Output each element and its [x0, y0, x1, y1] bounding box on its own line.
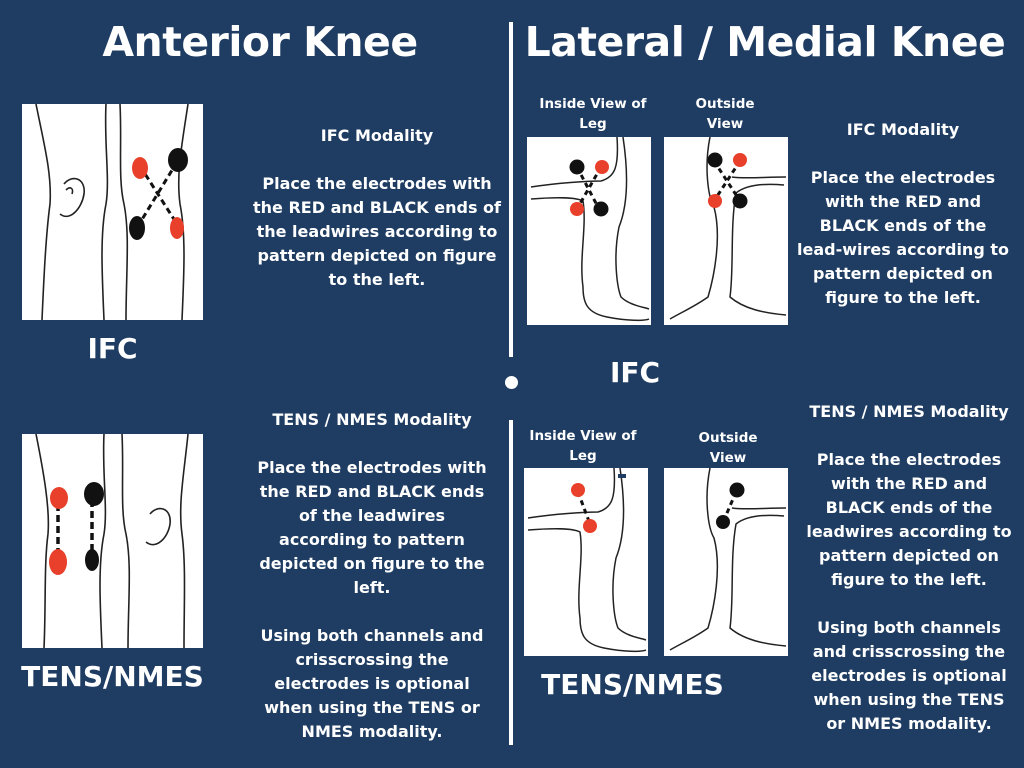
anterior-tens-body: Place the electrodes with the RED and BL… — [257, 458, 487, 597]
red-electrode — [170, 217, 184, 239]
small-marker — [618, 474, 626, 478]
lateral-tens-outside-leg-figure — [664, 468, 788, 656]
anterior-tens-note: Using both channels and crisscrossing th… — [260, 626, 484, 741]
divider-top — [509, 22, 513, 357]
anterior-knee-heading: Anterior Knee — [102, 18, 418, 66]
lateral-ifc-inside-view-label: Inside View of Leg — [539, 96, 647, 132]
outside-leg-drawing — [669, 137, 787, 320]
anterior-tens-title: TENS / NMES Modality — [272, 410, 472, 429]
lateral-ifc-outside-view-label: Outside View — [695, 96, 755, 132]
red-electrode — [132, 157, 148, 179]
anterior-tens-knee-drawing — [35, 434, 189, 648]
black-electrode — [593, 201, 609, 217]
lateral-tens-inside-view-label: Inside View of Leg — [529, 428, 637, 464]
red-electrode — [49, 549, 67, 575]
inside-leg-drawing — [530, 137, 650, 322]
lateral-tens-outside-view-label: Outside View — [698, 430, 758, 466]
black-electrode — [168, 148, 188, 172]
anterior-ifc-label: IFC — [87, 332, 138, 365]
lateral-ifc-label: IFC — [609, 356, 661, 389]
black-electrode — [85, 549, 99, 571]
lateral-ifc-body: Place the electrodes with the RED and BL… — [797, 168, 1009, 307]
knee-outline — [35, 104, 189, 320]
divider-bottom — [509, 420, 513, 745]
inside-leg-drawing — [527, 468, 647, 653]
red-electrode — [50, 487, 68, 509]
ifc-cross-leads — [712, 160, 742, 202]
anterior-tens-description: TENS / NMES Modality Place the electrode… — [252, 408, 492, 744]
ifc-cross-leads — [575, 166, 603, 210]
outside-leg-drawing — [669, 468, 787, 651]
lateral-ifc-inside-leg-figure — [527, 137, 651, 325]
anterior-ifc-knee-figure — [22, 104, 203, 320]
black-electrode — [716, 515, 730, 529]
lateral-medial-knee-heading: Lateral / Medial Knee — [524, 18, 1006, 66]
lateral-tens-description: TENS / NMES Modality Place the electrode… — [806, 400, 1012, 736]
red-electrode — [708, 194, 722, 208]
red-electrode — [571, 483, 585, 497]
ifc-cross-leads — [136, 161, 179, 227]
lateral-tens-label: TENS/NMES — [541, 668, 724, 701]
lateral-tens-inside-leg-figure — [524, 468, 648, 656]
leg-outline — [669, 137, 787, 320]
black-electrode — [129, 216, 145, 240]
black-electrode — [84, 482, 104, 506]
anterior-tens-knee-figure — [22, 434, 203, 648]
black-electrode — [707, 152, 723, 168]
anterior-ifc-knee-drawing — [35, 104, 189, 320]
red-electrode — [583, 519, 597, 533]
leg-outline — [527, 468, 647, 653]
red-electrode — [595, 160, 609, 174]
black-electrode — [732, 193, 748, 209]
tens-vertical-leads — [56, 500, 94, 554]
lateral-ifc-description: IFC Modality Place the electrodes with t… — [797, 118, 1009, 310]
lateral-ifc-outside-leg-figure — [664, 137, 788, 325]
anterior-ifc-body: Place the electrodes with the RED and BL… — [253, 174, 501, 289]
tens-lead — [576, 491, 592, 525]
black-electrode — [569, 159, 585, 175]
leg-outline — [530, 137, 650, 322]
lateral-tens-body: Place the electrodes with the RED and BL… — [806, 450, 1012, 589]
red-electrode — [570, 202, 584, 216]
anterior-tens-label: TENS/NMES — [21, 660, 204, 693]
red-electrode — [733, 153, 747, 167]
lateral-tens-title: TENS / NMES Modality — [809, 402, 1009, 421]
leg-outline — [669, 468, 787, 651]
knee-outline — [35, 434, 189, 648]
black-electrode — [729, 482, 745, 498]
anterior-ifc-title: IFC Modality — [320, 126, 434, 145]
divider-dot — [505, 376, 518, 389]
lateral-tens-note: Using both channels and crisscrossing th… — [811, 618, 1007, 733]
lateral-ifc-title: IFC Modality — [846, 120, 960, 139]
anterior-ifc-description: IFC Modality Place the electrodes with t… — [252, 124, 502, 292]
